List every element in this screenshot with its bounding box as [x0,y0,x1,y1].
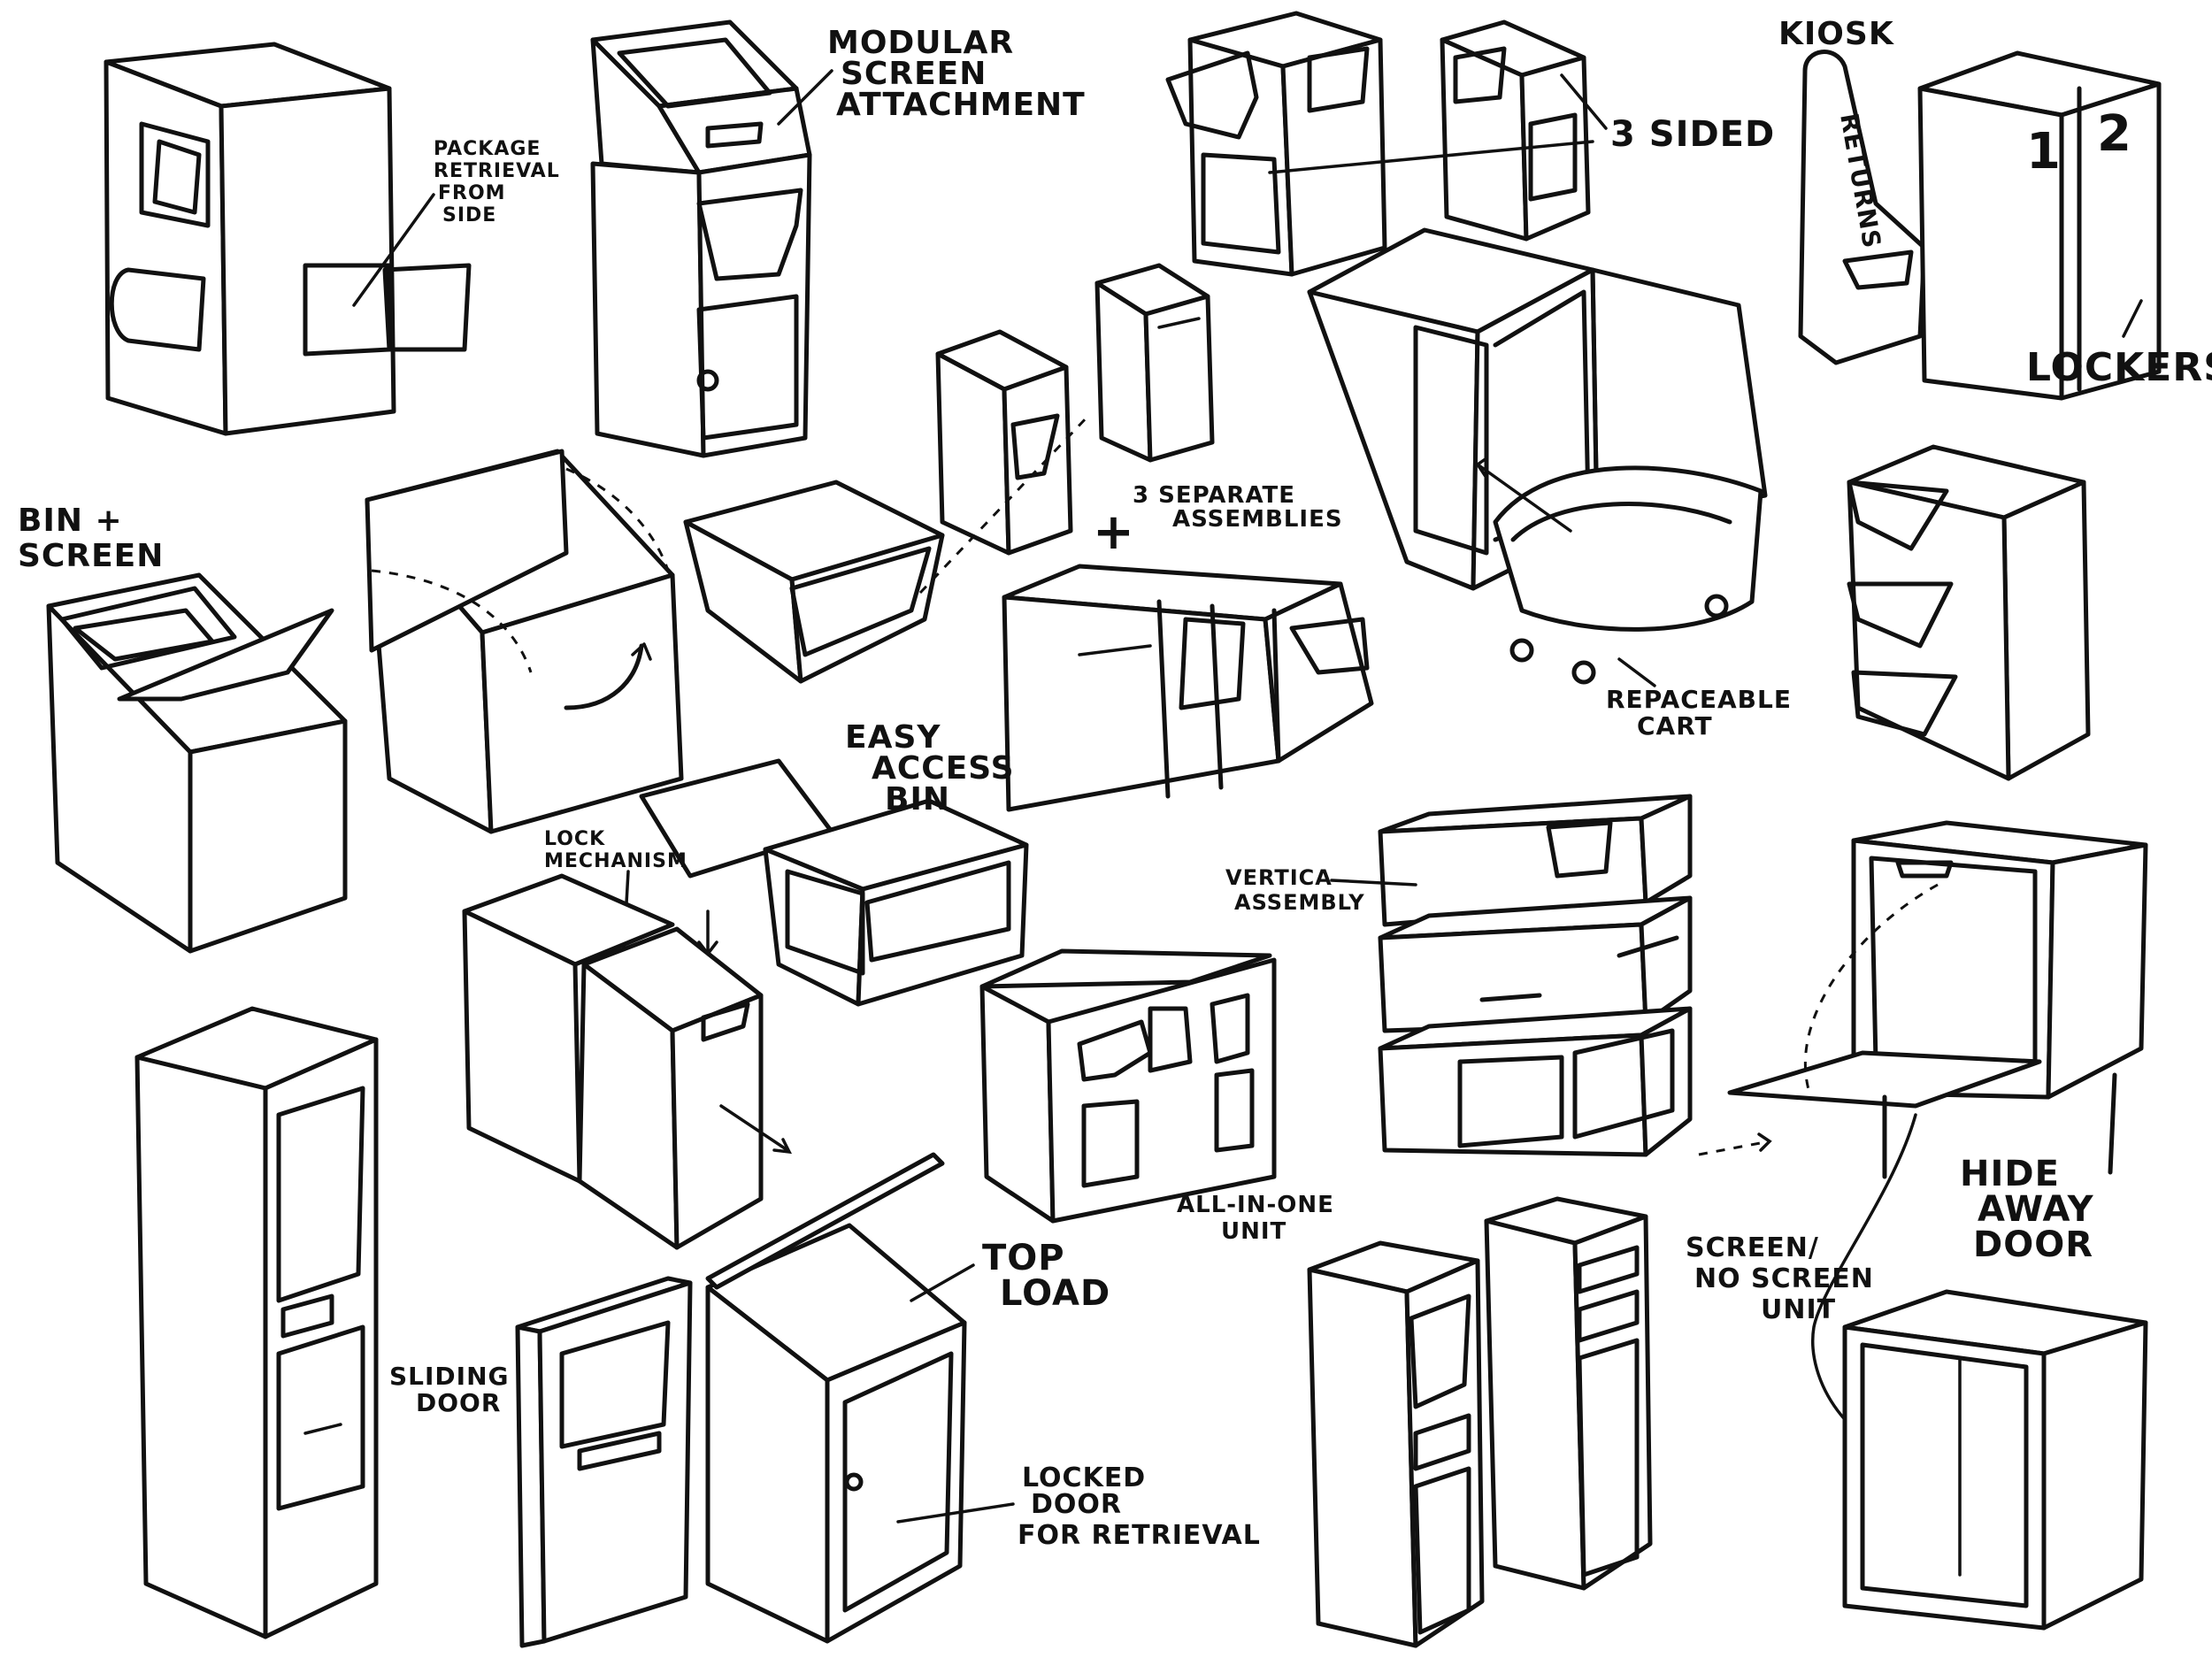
easy-access-label: EASY ACCESS BIN [845,719,1026,817]
lock-mechanism-unit: LOCK MECHANISM [462,828,793,1250]
lockers-label: LOCKERS [2026,345,2212,390]
kiosk-returns-lockers: KIOSK RETURNS 1 2 LOCKERS [1778,16,2212,401]
sliding-door-tower: SLIDING DOOR [134,1006,518,1639]
three-separate-label: 3 SEPARATE ASSEMBLIES [1133,482,1343,533]
three-sided-units: 3 SIDED [1165,11,1775,277]
vertical-assembly-stack: VERTICA ASSEMBLY [1225,794,1693,1157]
package-retrieval-label: PACKAGE RETRIEVAL FROM SIDE [434,138,567,226]
locked-door-label: LOCKED DOOR FOR RETRIEVAL [1018,1462,1261,1551]
open-cube-unit [1842,1289,2148,1631]
kiosk-label: KIOSK [1778,16,1894,52]
sliding-door-label: SLIDING DOOR [389,1362,518,1417]
three-sided-label: 3 SIDED [1610,114,1775,155]
all-in-one-unit: ALL-IN-ONE UNIT [979,948,1343,1245]
easy-access-bin: EASY ACCESS BIN [639,719,1029,1007]
modular-screen-label: MODULAR SCREEN ATTACHMENT [827,25,1086,123]
cabinet-with-cart: REPACEABLE CART [1307,227,1801,741]
modular-screen-kiosk: MODULAR SCREEN ATTACHMENT [590,19,1086,458]
locker-1-label: 1 [2026,123,2062,180]
top-load-label: TOP LOAD [982,1238,1110,1314]
lock-mechanism-label: LOCK MECHANISM [544,828,687,872]
locker-2-label: 2 [2097,105,2132,163]
plus-label: + [1093,503,1135,561]
replaceable-cart-label: REPACEABLE CART [1606,685,1801,741]
vertical-assembly-label: VERTICA ASSEMBLY [1225,865,1365,915]
screen-no-screen-label: SCREEN/ NO SCREEN UNIT [1686,1232,1884,1325]
hide-away-door-cabinet: HIDE AWAY DOOR [1698,820,2148,1481]
package-retrieval-unit: PACKAGE RETRIEVAL FROM SIDE [104,42,567,436]
three-separate-assemblies: + 3 SEPARATE ASSEMBLIES [683,263,1374,812]
screen-no-screen-units: SCREEN/ NO SCREEN UNIT [1307,1196,1884,1648]
smile-box-unit [365,449,684,834]
all-in-one-label: ALL-IN-ONE UNIT [1177,1192,1343,1245]
stacked-chute-unit [1847,444,2091,781]
top-load-unit: TOP LOAD LOCKED DOOR FOR RETRIEVAL [515,1152,1261,1648]
hide-away-label: HIDE AWAY DOOR [1960,1154,2108,1265]
bin-screen-label: BIN + SCREEN [18,503,164,574]
bin-screen-unit: BIN + SCREEN [18,503,348,954]
